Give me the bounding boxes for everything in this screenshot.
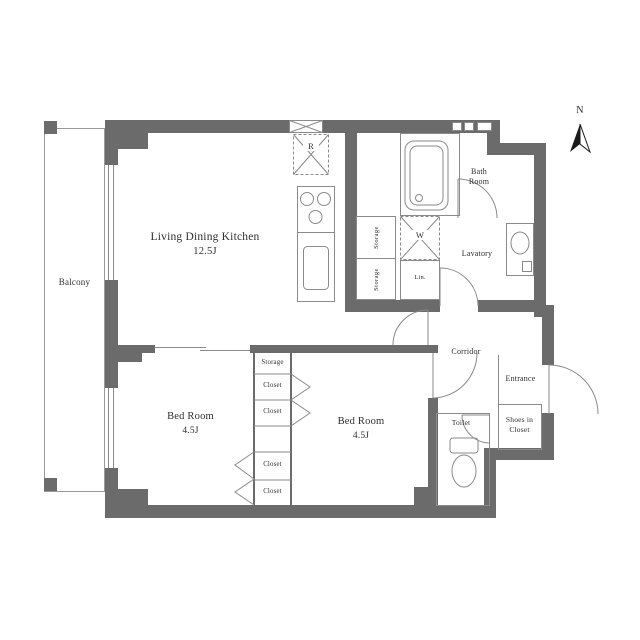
bathroom-label-line2: Room: [468, 177, 490, 186]
room-size-bedroom-left: 4.5J: [182, 426, 199, 436]
bathroom-label-line1: Bath: [471, 167, 487, 176]
kitchen-sink: [303, 246, 329, 290]
bathroom-door-arc: [457, 178, 498, 219]
room-label-storage-1: Storage: [372, 225, 380, 249]
kitchen-counter: [297, 186, 335, 302]
bedroom-door-arc: [432, 352, 478, 399]
closet-dividers: [254, 373, 291, 481]
room-label-lavatory: Lavatory: [461, 249, 493, 258]
north-arrow-icon: [570, 123, 592, 154]
duct-hatch: [289, 120, 323, 133]
room-label-balcony: Balcony: [58, 277, 91, 287]
windows: [105, 165, 118, 468]
compass-north-label: N: [576, 105, 584, 116]
room-label-shoes-closet: Shoes in Closet: [497, 415, 542, 434]
closet-label-1: Closet: [263, 382, 282, 389]
fridge-box: [293, 134, 329, 175]
room-label-corridor: Corridor: [451, 347, 481, 356]
lavatory-door-arc: [439, 267, 479, 307]
bathtub: [404, 140, 449, 211]
room-size-bedroom-right: 4.5J: [352, 431, 370, 441]
room-label-linen: Lin.: [414, 274, 426, 281]
partitions: [356, 133, 542, 506]
fridge-label: R: [303, 141, 319, 152]
shoes-closet-line2: Closet: [509, 424, 530, 434]
room-label-storage-2: Storage: [372, 267, 380, 291]
room-label-bathroom: Bath Room: [456, 167, 502, 187]
door-arcs: [392, 178, 599, 444]
room-label-bedroom-left: Bed Room: [167, 411, 214, 422]
folding-door-icons: [234, 373, 311, 506]
room-label-entrance: Entrance: [505, 374, 536, 383]
washer-label: W: [411, 230, 429, 241]
closet-column: [253, 353, 292, 505]
shoes-closet-line1: Shoes in: [505, 415, 534, 424]
room-label-toilet: Toilet: [451, 418, 471, 427]
toilet-fixture: [449, 437, 479, 488]
sliding-door: [155, 347, 250, 351]
room-label-bedroom-right: Bed Room: [337, 416, 385, 427]
closet-label-2: Closet: [263, 408, 282, 415]
closet-label-4: Closet: [263, 488, 282, 495]
room-label-ldk: Living Dining Kitchen: [150, 231, 260, 243]
closet-label-storage: Storage: [261, 359, 284, 366]
entrance-door-arc: [548, 364, 599, 415]
room-size-ldk: 12.5J: [193, 246, 217, 257]
vanity-sink: [506, 223, 534, 276]
ldk-door-arc: [392, 309, 429, 346]
balcony-outline: [44, 128, 105, 492]
toilet-door-arc: [461, 414, 491, 444]
meter-boxes: [452, 122, 492, 131]
closet-label-3: Closet: [263, 461, 282, 468]
stove-burners: [300, 192, 331, 224]
